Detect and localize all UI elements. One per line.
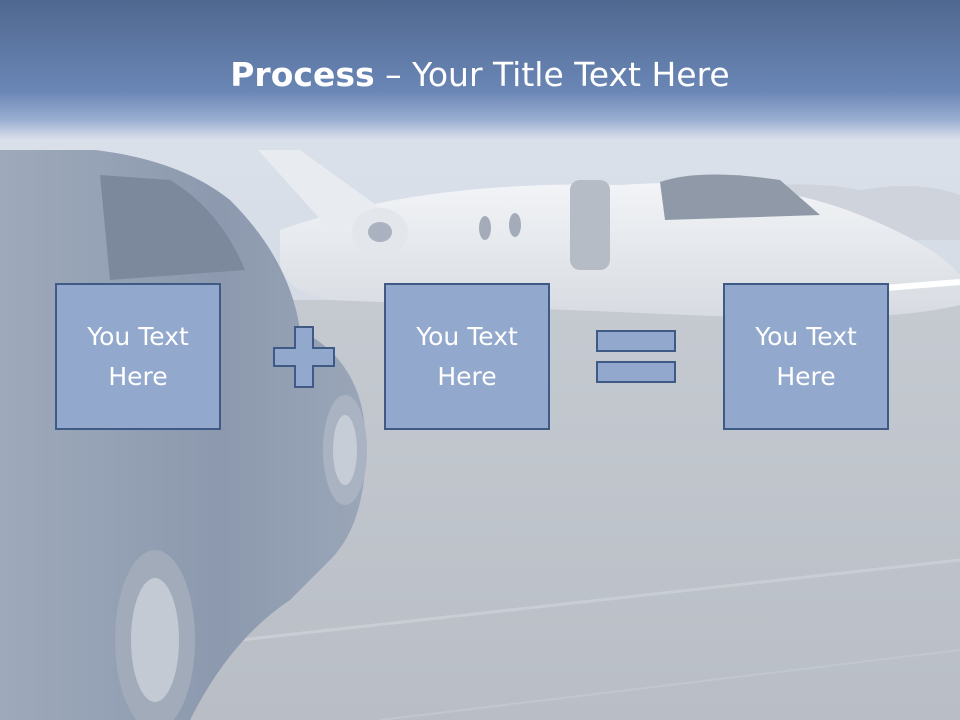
process-box-2[interactable]: You Text Here [384,283,550,430]
plus-icon [273,326,335,388]
equals-icon [596,330,676,383]
process-box-3-text: You Text Here [755,321,857,391]
slide-title: Process – Your Title Text Here [0,55,960,95]
process-box-1[interactable]: You Text Here [55,283,221,430]
process-box-2-text: You Text Here [416,321,518,391]
title-bold: Process [230,55,375,94]
process-box-1-text: You Text Here [87,321,189,391]
process-box-3[interactable]: You Text Here [723,283,889,430]
title-rest: – Your Title Text Here [374,55,730,94]
title-bar [0,0,960,140]
